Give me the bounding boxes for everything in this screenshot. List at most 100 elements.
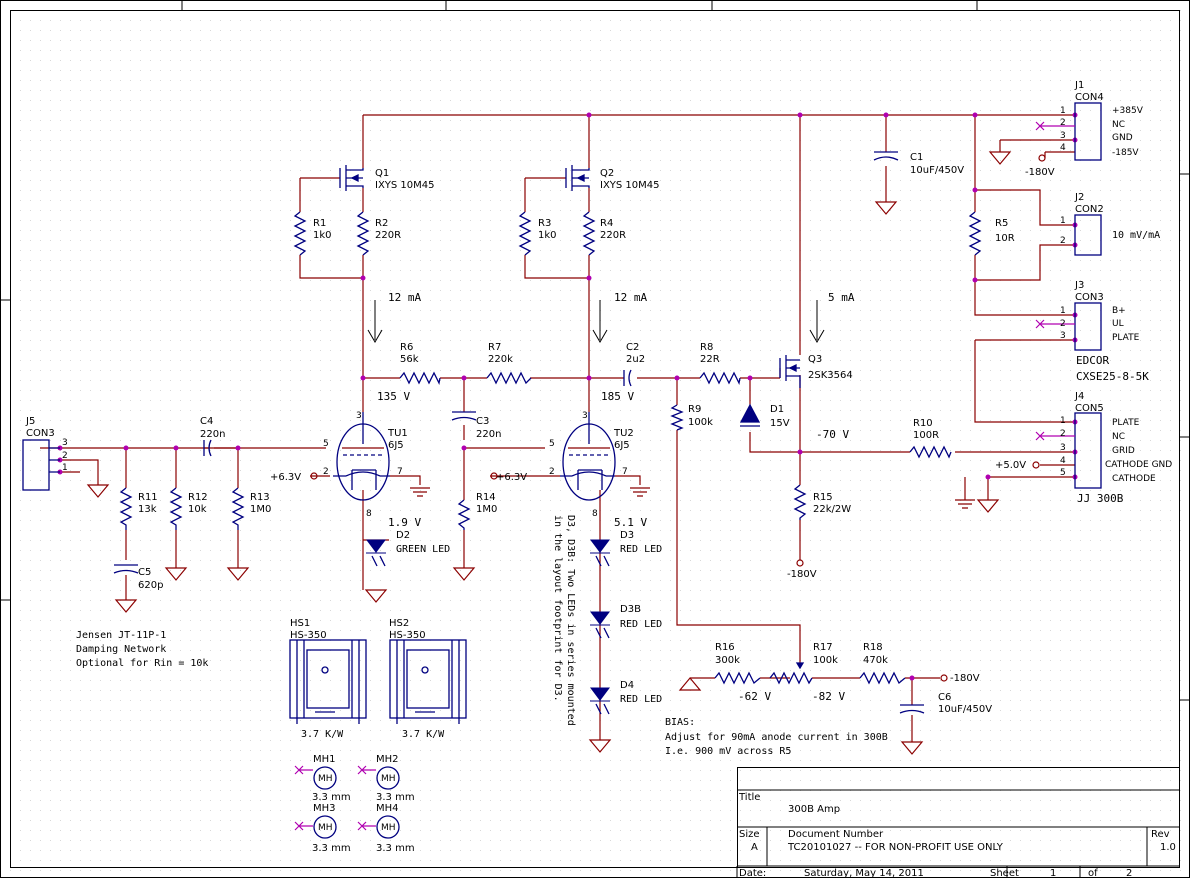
MH3-symbol bbox=[313, 815, 337, 839]
J4-pin2: 2 bbox=[1060, 429, 1066, 439]
MH1-value: 3.3 mm bbox=[312, 792, 351, 803]
J3-pin2: 2 bbox=[1060, 319, 1066, 329]
J4-label-2: NC bbox=[1112, 432, 1125, 442]
J5-body bbox=[22, 439, 50, 491]
C6-value: 10uF/450V bbox=[938, 704, 992, 715]
J1-pin1: 1 bbox=[1060, 106, 1066, 116]
J4-part: JJ 300B bbox=[1077, 492, 1124, 505]
MH2-symbol bbox=[376, 766, 400, 790]
HS1-ref: HS1 bbox=[290, 618, 310, 629]
TU2-pin3: 3 bbox=[582, 411, 588, 421]
J3-type: CON3 bbox=[1075, 292, 1104, 303]
R3-symbol bbox=[518, 211, 532, 256]
led-note-2: in the layout footprint for D3. bbox=[552, 515, 563, 702]
TU2-pin7: 7 bbox=[622, 467, 628, 477]
C1-ref: C1 bbox=[910, 152, 923, 163]
TU1-ref: TU1 bbox=[387, 428, 408, 439]
R13-value: 1M0 bbox=[250, 504, 271, 515]
Q2-ref: Q2 bbox=[600, 168, 614, 179]
R4-symbol bbox=[582, 211, 596, 256]
of-label: of bbox=[1088, 868, 1098, 878]
C6-symbol bbox=[899, 704, 925, 714]
labels: Q1 IXYS 10M45 Q2 IXYS 10M45 Q3 2SK3564 R… bbox=[25, 80, 1176, 878]
C4-ref: C4 bbox=[200, 416, 213, 427]
C2-ref: C2 bbox=[626, 342, 639, 353]
J4-label-3: GRID bbox=[1112, 446, 1135, 456]
R2-ref: R2 bbox=[375, 218, 388, 229]
R7-value: 220k bbox=[488, 354, 513, 365]
transistor-Q3 bbox=[779, 355, 801, 388]
bias-note-2: Adjust for 90mA anode current in 300B bbox=[665, 732, 888, 743]
voltage-m82v: -82 V bbox=[812, 690, 845, 703]
C3-symbol bbox=[451, 411, 477, 421]
R15-ref: R15 bbox=[813, 492, 833, 503]
C1-symbol bbox=[873, 151, 899, 161]
R17-wiper bbox=[795, 662, 805, 670]
C4-symbol bbox=[203, 439, 212, 457]
J4-label-1: PLATE bbox=[1112, 418, 1140, 428]
R6-symbol bbox=[399, 371, 441, 385]
D3B-ref: D3B bbox=[620, 604, 641, 615]
MH3-value: 3.3 mm bbox=[312, 843, 351, 854]
C5-value: 620p bbox=[138, 580, 163, 591]
R14-value: 1M0 bbox=[476, 504, 497, 515]
TU1-pin5: 5 bbox=[323, 439, 329, 449]
R11-symbol bbox=[119, 487, 133, 530]
R18-symbol bbox=[859, 671, 906, 685]
power-rail-markers bbox=[310, 154, 1046, 682]
J4-type: CON5 bbox=[1075, 403, 1104, 414]
R9-ref: R9 bbox=[688, 404, 701, 415]
TU1-pin8: 8 bbox=[366, 509, 372, 519]
D3-value: RED LED bbox=[620, 544, 662, 555]
D3B-value: RED LED bbox=[620, 619, 662, 630]
TU2-pin8: 8 bbox=[592, 509, 598, 519]
bias-note-3: I.e. 900 mV across R5 bbox=[665, 746, 791, 757]
R17-value: 100k bbox=[813, 655, 838, 666]
no-connect-markers bbox=[294, 121, 1075, 831]
D4-ref: D4 bbox=[620, 680, 634, 691]
J5-pin2: 2 bbox=[62, 451, 68, 461]
TU1-pin3: 3 bbox=[356, 411, 362, 421]
R5-value: 10R bbox=[995, 233, 1015, 244]
R11-ref: R11 bbox=[138, 492, 158, 503]
TU2-pin5: 5 bbox=[549, 439, 555, 449]
J3-part-2: CXSE25-8-5K bbox=[1076, 370, 1149, 383]
C5-ref: C5 bbox=[138, 567, 151, 578]
TU1-pin7: 7 bbox=[397, 467, 403, 477]
TU1-pin2: 2 bbox=[323, 467, 329, 477]
MH1-symbol bbox=[313, 766, 337, 790]
R8-ref: R8 bbox=[700, 342, 713, 353]
J4-pin5: 5 bbox=[1060, 468, 1066, 478]
R16-ref: R16 bbox=[715, 642, 735, 653]
bias-note-1: BIAS: bbox=[665, 717, 695, 728]
J1-pin2: 2 bbox=[1060, 118, 1066, 128]
J4-pin1: 1 bbox=[1060, 416, 1066, 426]
R6-value: 56k bbox=[400, 354, 419, 365]
heatsink-HS2 bbox=[389, 639, 467, 724]
J5-type: CON3 bbox=[26, 428, 55, 439]
J5-ref: J5 bbox=[25, 416, 35, 427]
Q1-value: IXYS 10M45 bbox=[375, 180, 435, 191]
J3-body bbox=[1074, 302, 1102, 351]
R15-symbol bbox=[793, 484, 807, 520]
doc-label: Document Number bbox=[788, 829, 884, 840]
J4-label-5: CATHODE bbox=[1112, 474, 1156, 484]
R10-value: 100R bbox=[913, 430, 939, 441]
R1-ref: R1 bbox=[313, 218, 326, 229]
D3-ref: D3 bbox=[620, 530, 634, 541]
J1-label-3: GND bbox=[1112, 133, 1133, 143]
R3-ref: R3 bbox=[538, 218, 551, 229]
HS2-value: HS-350 bbox=[389, 630, 426, 641]
date-value: Saturday, May 14, 2011 bbox=[804, 868, 924, 878]
HS1-note: 3.7 K/W bbox=[301, 729, 344, 740]
J2-pin2: 2 bbox=[1060, 236, 1066, 246]
capacitors bbox=[113, 151, 925, 714]
voltage-m62v: -62 V bbox=[738, 690, 771, 703]
J1-label-4: -185V bbox=[1112, 148, 1139, 158]
jensen-note-1: Jensen JT-11P-1 bbox=[76, 630, 166, 641]
J5-pin3: 3 bbox=[62, 438, 68, 448]
D2-value: GREEN LED bbox=[396, 544, 450, 555]
Q3-value: 2SK3564 bbox=[808, 370, 853, 381]
TU2-ref: TU2 bbox=[613, 428, 634, 439]
R3-value: 1k0 bbox=[538, 230, 557, 241]
